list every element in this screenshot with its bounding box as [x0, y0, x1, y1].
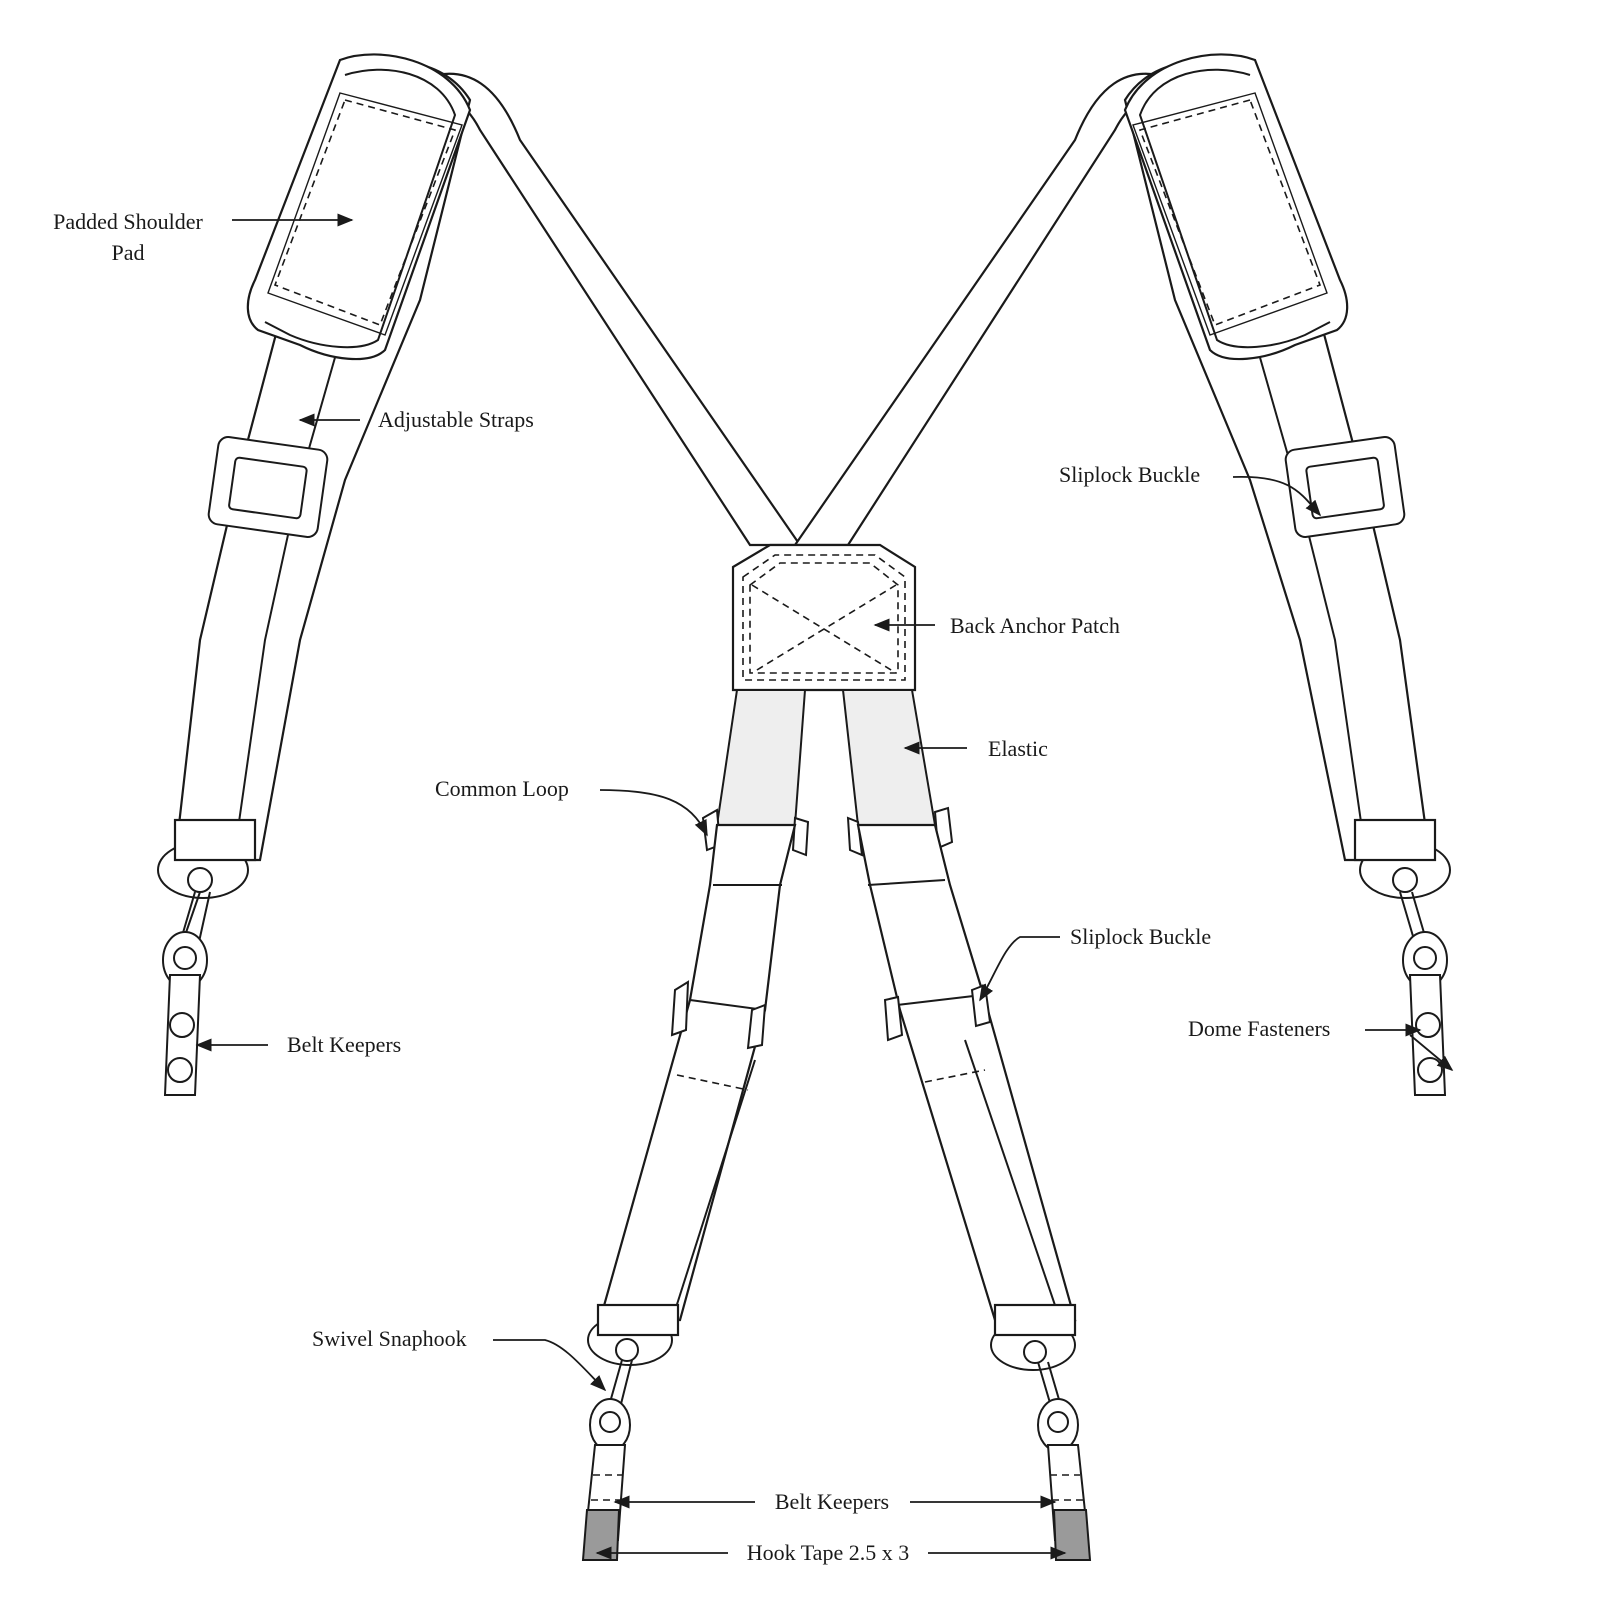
left-lower-strap — [598, 808, 810, 1322]
left-belt-keeper — [163, 974, 202, 1096]
elastic-panels — [715, 689, 937, 826]
label-hook-tape: Hook Tape 2.5 x 3 — [747, 1540, 909, 1565]
left-padded-shoulder-pad — [246, 53, 472, 361]
labels: Padded Shoulder Pad Adjustable Straps Sl… — [53, 209, 1330, 1565]
dome-fastener-icon — [1417, 1057, 1443, 1083]
label-dome-fasteners: Dome Fasteners — [1188, 1016, 1330, 1041]
left-sliplock-buckle-upper — [207, 436, 329, 538]
left-lower-snaphook — [581, 1303, 680, 1561]
right-lower-snaphook — [990, 1303, 1092, 1561]
label-padded-shoulder-pad-line1: Padded Shoulder — [53, 209, 203, 234]
back-anchor-patch — [731, 543, 917, 692]
right-swivel-snaphook — [1353, 818, 1451, 989]
label-elastic: Elastic — [988, 736, 1048, 761]
label-sliplock-buckle-upper: Sliplock Buckle — [1059, 462, 1200, 487]
label-sliplock-buckle-lower: Sliplock Buckle — [1070, 924, 1211, 949]
dome-fastener-icon — [169, 1012, 195, 1038]
right-sliplock-buckle-upper — [1284, 436, 1406, 538]
label-belt-keepers-left: Belt Keepers — [287, 1032, 401, 1057]
callout-arrows — [195, 213, 1454, 1560]
dome-fastener-icon — [1415, 1012, 1441, 1038]
label-swivel-snaphook: Swivel Snaphook — [312, 1326, 467, 1351]
right-padded-shoulder-pad — [1123, 53, 1349, 361]
label-back-anchor-patch: Back Anchor Patch — [950, 613, 1120, 638]
label-adjustable-straps: Adjustable Straps — [378, 407, 534, 432]
label-padded-shoulder-pad-line2: Pad — [112, 240, 145, 265]
dome-fastener-icon — [167, 1057, 193, 1083]
right-lower-strap — [846, 806, 1077, 1322]
left-swivel-snaphook — [157, 818, 257, 989]
label-belt-keepers-bottom: Belt Keepers — [775, 1489, 889, 1514]
label-common-loop: Common Loop — [435, 776, 569, 801]
right-belt-keeper — [1408, 974, 1447, 1096]
